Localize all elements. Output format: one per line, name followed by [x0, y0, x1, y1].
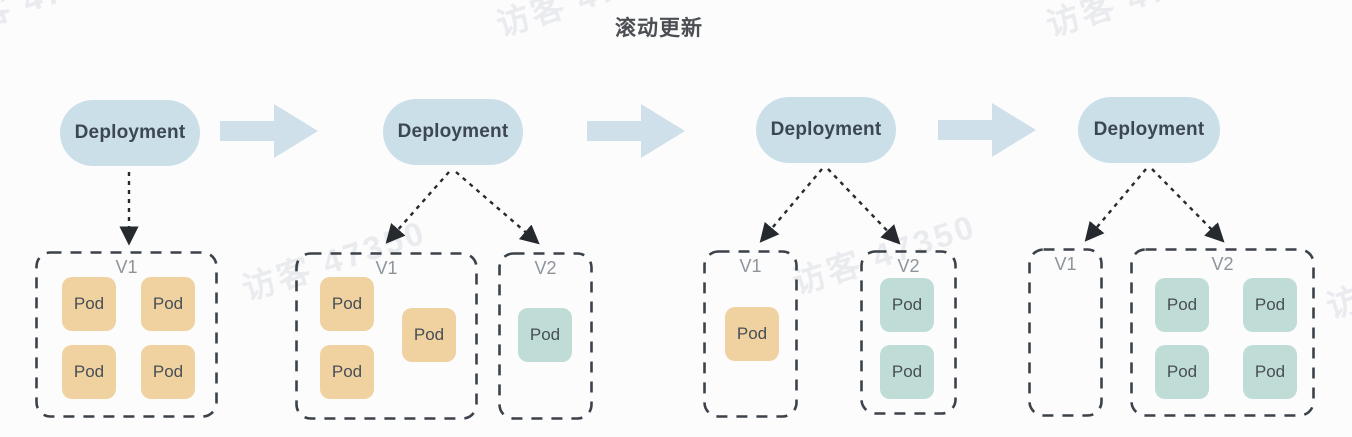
connector-arrow	[759, 168, 823, 243]
deployment-node: Deployment	[756, 97, 896, 163]
watermark: 访客 47350	[0, 0, 132, 48]
flow-arrow-icon	[938, 103, 1036, 157]
version-label: V1	[739, 256, 762, 276]
version-label: V1	[115, 257, 138, 277]
replicaset-v2-box: V2 Pod Pod Pod Pod	[1130, 248, 1315, 417]
pod-node-v1: Pod	[320, 345, 374, 399]
pod-node-v2: Pod	[1243, 345, 1297, 399]
flow-arrow-icon	[587, 104, 685, 158]
replicaset-v1-box: V1 Pod	[703, 250, 798, 418]
version-label: V1	[1054, 254, 1077, 274]
deployment-node: Deployment	[60, 100, 200, 166]
dashed-border	[1130, 248, 1315, 417]
replicaset-v2-box: V2 Pod Pod	[860, 250, 957, 415]
version-label: V2	[897, 256, 920, 276]
connector-arrow	[385, 171, 450, 244]
pod-node-v2: Pod	[1155, 278, 1209, 332]
pod-node-v1: Pod	[402, 308, 456, 362]
connector-arrow	[827, 168, 901, 245]
deployment-node: Deployment	[1078, 97, 1220, 163]
pod-node-v1: Pod	[62, 345, 116, 399]
watermark: 访客 47350	[1039, 0, 1235, 46]
dashed-border	[1028, 248, 1103, 417]
flow-arrow-icon	[220, 104, 318, 158]
version-label: V2	[534, 258, 557, 278]
watermark: 访客 47350	[1321, 231, 1352, 326]
deployment-node: Deployment	[383, 99, 523, 165]
pod-node-v2: Pod	[518, 308, 572, 362]
connector-arrow	[455, 171, 540, 245]
replicaset-v1-box: V1 Pod Pod Pod Pod	[35, 251, 218, 418]
dashed-border	[295, 252, 478, 420]
connector-arrow	[1151, 168, 1225, 243]
pod-node-v1: Pod	[320, 277, 374, 331]
pod-node-v2: Pod	[1155, 345, 1209, 399]
dashed-border	[35, 251, 218, 418]
replicaset-v1-box: V1	[1028, 248, 1103, 417]
pod-node-v1: Pod	[62, 277, 116, 331]
replicaset-v1-box: V1 Pod Pod Pod	[295, 252, 478, 420]
version-label: V1	[375, 258, 398, 278]
pod-node-v1: Pod	[725, 307, 779, 361]
pod-node-v2: Pod	[880, 278, 934, 332]
pod-node-v1: Pod	[141, 277, 195, 331]
pod-node-v2: Pod	[1243, 278, 1297, 332]
replicaset-v2-box: V2 Pod	[498, 252, 593, 420]
pod-node-v1: Pod	[141, 345, 195, 399]
connector-arrow	[1084, 168, 1147, 242]
diagram-title: 滚动更新	[615, 17, 703, 40]
pod-node-v2: Pod	[880, 345, 934, 399]
version-label: V2	[1211, 254, 1234, 274]
